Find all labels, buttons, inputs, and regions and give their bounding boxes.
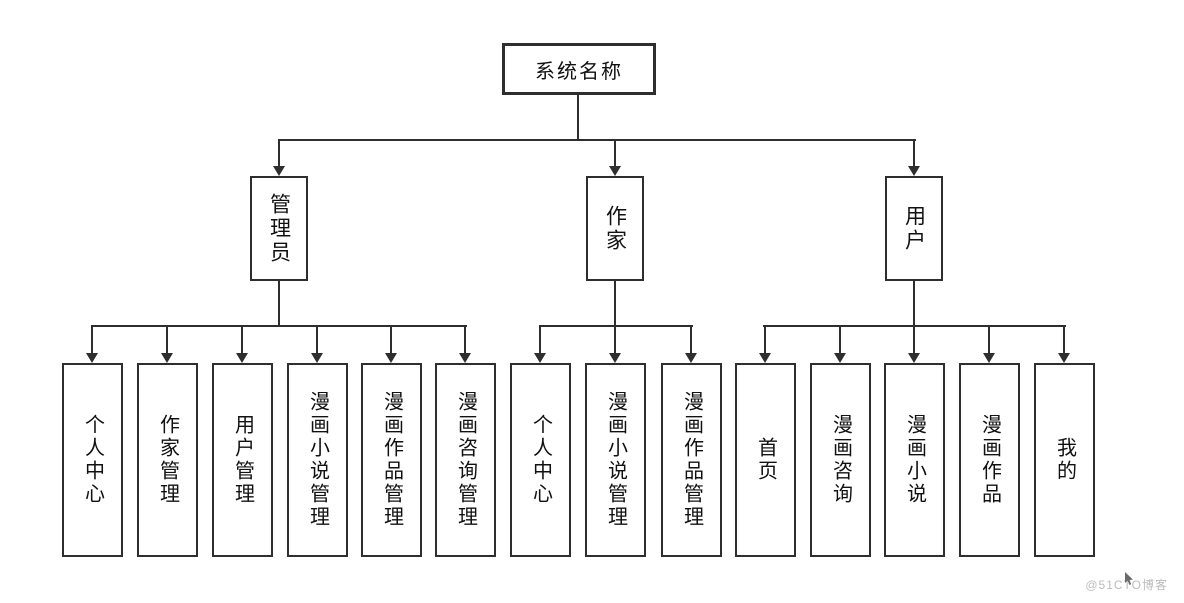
node-admin: 管理员 xyxy=(250,176,308,281)
connector-drop xyxy=(316,327,318,354)
node-admin-label: 管理员 xyxy=(267,192,291,265)
connector-branch-hline xyxy=(763,325,1066,327)
node-writer-comic-works-mgmt: 漫画作品管理 xyxy=(661,363,722,557)
connector-drop xyxy=(539,327,541,354)
arrow-down-icon xyxy=(236,353,248,363)
connector-branch-stem xyxy=(614,281,616,326)
connector-branch-hline xyxy=(91,325,467,327)
arrow-down-icon xyxy=(609,353,621,363)
node-user-comic-works: 漫画作品 xyxy=(959,363,1020,557)
node-label: 漫画作品 xyxy=(978,414,1001,506)
node-admin-comic-consult-mgmt: 漫画咨询管理 xyxy=(435,363,496,557)
node-label: 个人中心 xyxy=(529,414,552,506)
connector-drop xyxy=(839,327,841,354)
connector-drop xyxy=(166,327,168,354)
node-writer: 作家 xyxy=(586,176,644,281)
node-user: 用户 xyxy=(885,176,943,281)
connector-drop xyxy=(988,327,990,354)
connector-drop xyxy=(614,141,616,167)
connector-drop xyxy=(91,327,93,354)
arrow-down-icon xyxy=(834,353,846,363)
node-writer-label: 作家 xyxy=(603,204,627,253)
arrow-down-icon xyxy=(459,353,471,363)
node-label: 个人中心 xyxy=(81,414,104,506)
arrow-down-icon xyxy=(311,353,323,363)
node-user-home: 首页 xyxy=(735,363,796,557)
node-label: 漫画小说 xyxy=(903,414,926,506)
node-label: 漫画小说管理 xyxy=(306,391,329,529)
node-user-comic-consult: 漫画咨询 xyxy=(810,363,871,557)
connector-drop xyxy=(614,327,616,354)
connector-drop xyxy=(278,141,280,167)
connector-drop xyxy=(913,327,915,354)
connector-root-stem xyxy=(577,95,579,140)
node-writer-comic-novel-mgmt: 漫画小说管理 xyxy=(585,363,646,557)
node-label: 漫画作品管理 xyxy=(380,391,403,529)
node-label: 作家管理 xyxy=(156,414,179,506)
node-admin-comic-novel-mgmt: 漫画小说管理 xyxy=(287,363,348,557)
arrow-down-icon xyxy=(908,353,920,363)
connector-branch-stem xyxy=(913,281,915,326)
node-label: 首页 xyxy=(754,437,777,483)
arrow-down-icon xyxy=(161,353,173,363)
node-label: 漫画作品管理 xyxy=(680,391,703,529)
connector-drop xyxy=(764,327,766,354)
node-admin-personal-center: 个人中心 xyxy=(62,363,123,557)
connector-drop xyxy=(690,327,692,354)
node-writer-personal-center: 个人中心 xyxy=(510,363,571,557)
connector-drop xyxy=(1063,327,1065,354)
node-user-mine: 我的 xyxy=(1034,363,1095,557)
connector-drop xyxy=(241,327,243,354)
arrow-down-icon xyxy=(759,353,771,363)
node-admin-writer-mgmt: 作家管理 xyxy=(137,363,198,557)
watermark-text: @51CTO博客 xyxy=(1085,578,1168,592)
node-user-label: 用户 xyxy=(902,204,926,253)
arrow-down-icon xyxy=(983,353,995,363)
node-label: 用户管理 xyxy=(231,414,254,506)
node-label: 我的 xyxy=(1053,437,1076,483)
arrow-down-icon xyxy=(609,166,621,176)
node-label: 漫画咨询 xyxy=(829,414,852,506)
connector-drop xyxy=(913,141,915,167)
arrow-down-icon xyxy=(86,353,98,363)
node-admin-user-mgmt: 用户管理 xyxy=(212,363,273,557)
node-admin-comic-works-mgmt: 漫画作品管理 xyxy=(361,363,422,557)
node-label: 漫画小说管理 xyxy=(604,391,627,529)
connector-drop xyxy=(390,327,392,354)
connector-drop xyxy=(464,327,466,354)
cursor-icon xyxy=(1125,572,1133,585)
arrow-down-icon xyxy=(534,353,546,363)
arrow-down-icon xyxy=(908,166,920,176)
connector-branch-hline xyxy=(539,325,693,327)
node-label: 漫画咨询管理 xyxy=(454,391,477,529)
node-user-comic-novel: 漫画小说 xyxy=(884,363,945,557)
arrow-down-icon xyxy=(273,166,285,176)
arrow-down-icon xyxy=(685,353,697,363)
connector-level1-hline xyxy=(278,139,916,141)
connector-branch-stem xyxy=(278,281,280,326)
arrow-down-icon xyxy=(385,353,397,363)
arrow-down-icon xyxy=(1058,353,1070,363)
node-system-name: 系统名称 xyxy=(502,43,656,95)
